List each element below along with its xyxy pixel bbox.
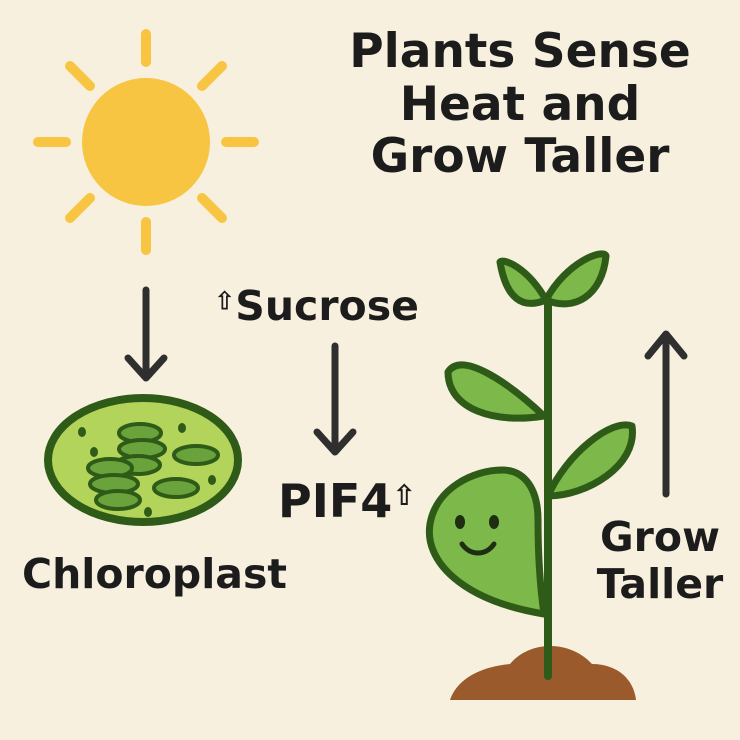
grow-line: Taller <box>596 559 724 608</box>
up-arrow-icon <box>644 330 688 498</box>
down-arrow-icon <box>313 342 357 456</box>
chloroplast-icon <box>44 394 242 526</box>
title-line: Grow Taller <box>370 129 670 185</box>
seedling-icon <box>425 250 636 700</box>
diagram-title: Plants Sense Heat and Grow Taller <box>330 24 710 185</box>
pif4-text: PIF4 <box>278 474 393 528</box>
pif4-label: PIF4⇧ <box>278 474 417 528</box>
sucrose-text: Sucrose <box>235 282 419 330</box>
increase-arrow-icon: ⇧ <box>392 479 417 513</box>
title-line: Heat and <box>399 76 641 132</box>
title-line: Plants Sense <box>349 24 691 79</box>
grow-taller-label: Grow Taller <box>580 514 740 607</box>
chloroplast-label: Chloroplast <box>22 550 287 598</box>
sucrose-label: ⇧Sucrose <box>214 282 419 330</box>
sun-icon <box>33 29 259 255</box>
increase-arrow-icon: ⇧ <box>214 285 236 316</box>
down-arrow-icon <box>124 286 168 382</box>
grow-line: Grow <box>600 513 720 561</box>
seedling-face <box>455 515 499 556</box>
